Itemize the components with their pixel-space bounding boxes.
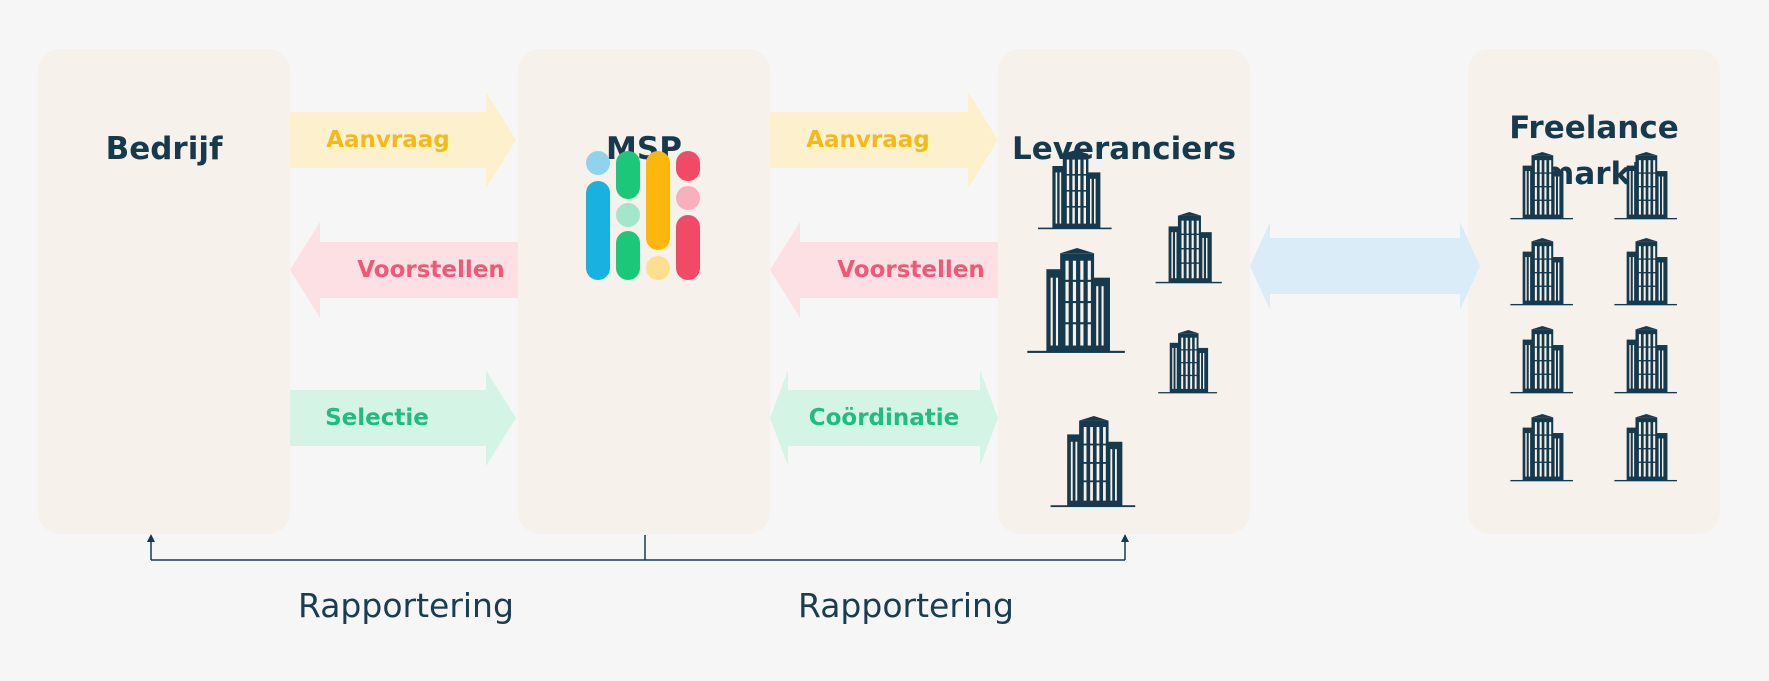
request-arrow-left: Aanvraag: [290, 92, 516, 188]
reporting-label-left: Rapportering: [298, 586, 514, 625]
suppliers-title: Leveranciers: [1011, 131, 1237, 167]
office-building-icon: [1604, 326, 1686, 394]
coordination-arrow: Coördinatie: [770, 370, 998, 466]
freelance-panel: Freelance markt: [1468, 49, 1720, 534]
freelance-title-line1: Freelance: [1509, 110, 1679, 146]
office-building-icon: [1012, 248, 1138, 354]
msp-panel: MSP: [518, 49, 770, 534]
right-arrow-icon: [770, 92, 998, 188]
proposals-arrow-right: Voorstellen: [770, 222, 998, 318]
left-arrow-icon: [770, 222, 998, 318]
office-building-icon: [1604, 238, 1686, 306]
office-building-icon: [1604, 414, 1686, 482]
reporting-label-right: Rapportering: [798, 586, 1014, 625]
double-arrow-icon: [770, 370, 998, 466]
office-building-icon: [1500, 152, 1582, 220]
proposals-label-left: Voorstellen: [357, 257, 505, 283]
company-title: Bedrijf: [105, 131, 223, 167]
office-building-icon: [1500, 238, 1582, 306]
msp-logo-icon: [586, 151, 700, 280]
office-building-icon: [1604, 152, 1686, 220]
selection-label-left: Selectie: [325, 405, 429, 431]
double-arrow-icon: [1250, 222, 1480, 310]
right-arrow-icon: [290, 92, 516, 188]
proposals-arrow-left: Voorstellen: [290, 222, 518, 318]
office-building-icon: [1144, 212, 1232, 284]
coordination-label: Coördinatie: [808, 405, 960, 431]
request-label-right: Aanvraag: [806, 127, 930, 153]
selection-arrow-left: Selectie: [290, 370, 516, 466]
request-arrow-right: Aanvraag: [770, 92, 998, 188]
proposals-label-right: Voorstellen: [837, 257, 985, 283]
office-building-icon: [1500, 326, 1582, 394]
market-exchange-arrow: [1250, 222, 1480, 310]
request-label-left: Aanvraag: [326, 127, 450, 153]
right-arrow-icon: [290, 370, 516, 466]
office-building-icon: [1148, 330, 1226, 394]
office-building-icon: [1500, 414, 1582, 482]
suppliers-panel: Leveranciers: [998, 49, 1250, 534]
company-panel: Bedrijf: [38, 49, 290, 534]
left-arrow-icon: [290, 222, 518, 318]
office-building-icon: [1036, 416, 1148, 508]
office-building-icon: [1026, 150, 1122, 230]
